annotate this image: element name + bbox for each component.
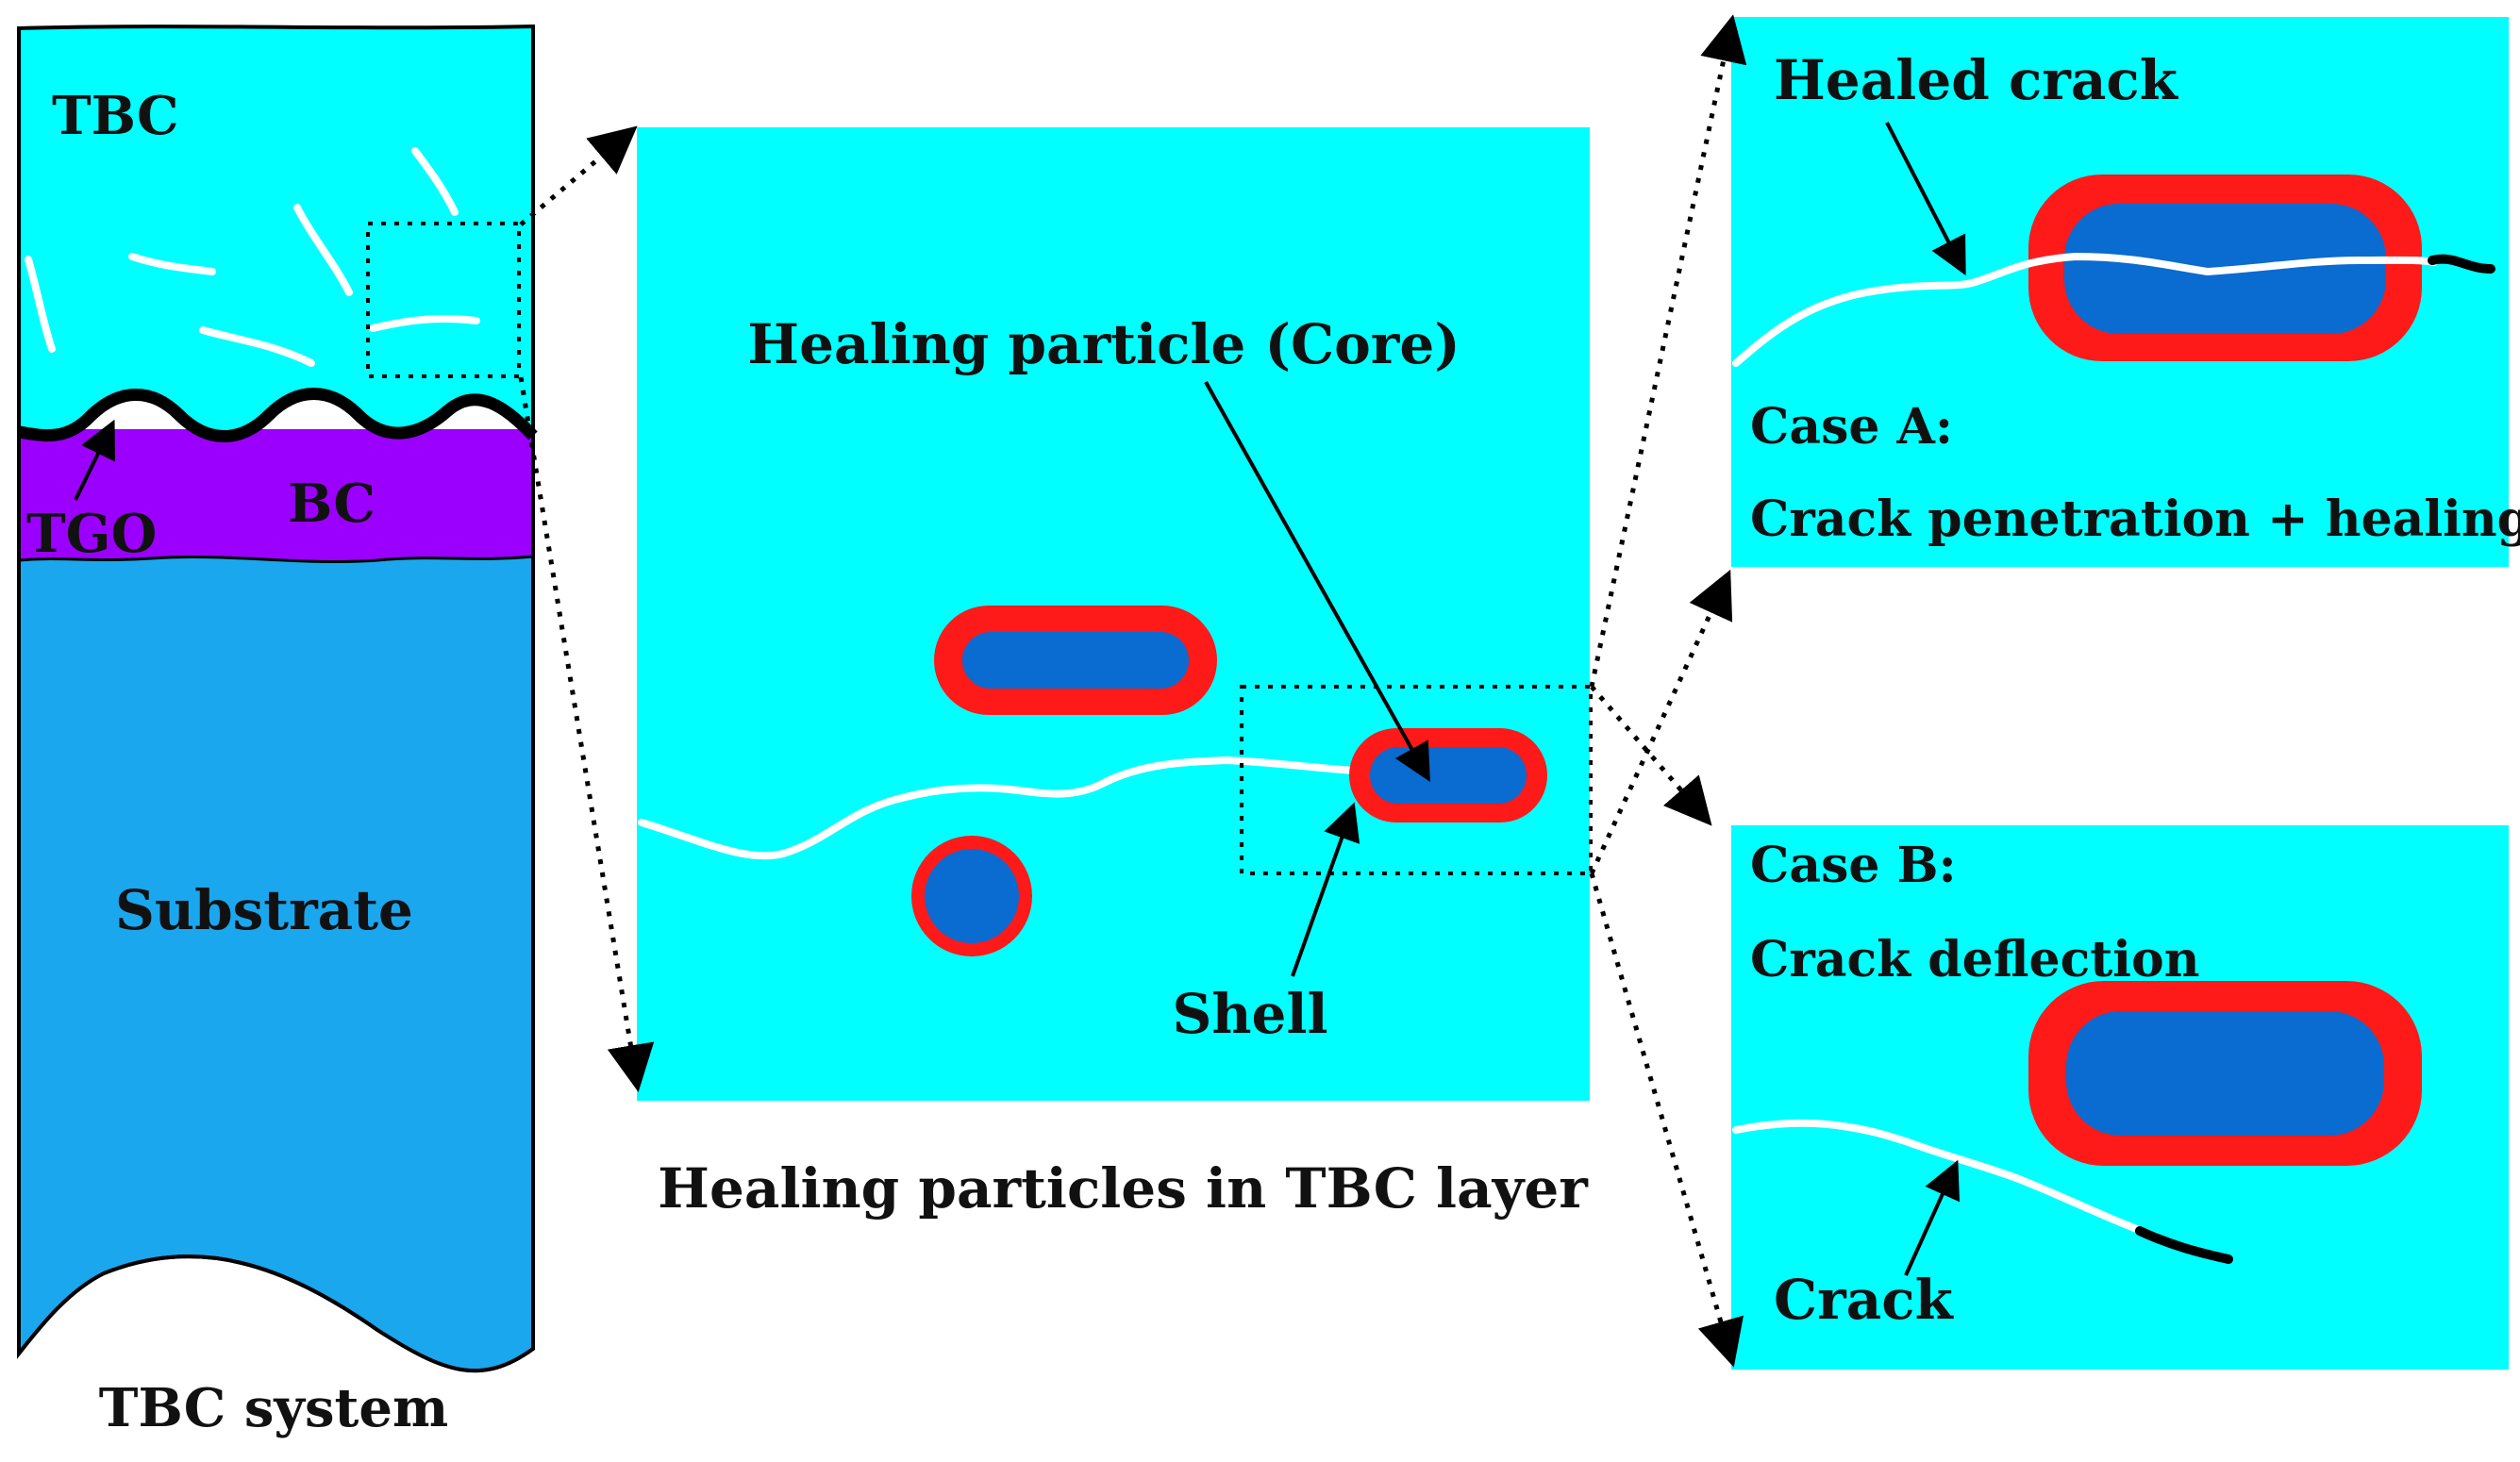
healing-particle-sphere	[911, 836, 1032, 956]
microcrack	[25, 256, 56, 353]
particle-core	[925, 849, 1019, 943]
zoom-arrow-case-a-bottom	[1589, 569, 1733, 875]
healed-crack-label: Healed crack	[1774, 48, 2179, 112]
deflected-crack-path	[1732, 1119, 2145, 1235]
shell-arrow	[1291, 802, 1360, 977]
bc-substrate-interface	[18, 555, 534, 564]
healing-particle-capsule	[934, 606, 1217, 715]
zoom-arrow-case-a-top	[1589, 14, 1747, 688]
zoom-box-particle	[1240, 685, 1593, 875]
shell-label: Shell	[1172, 982, 1327, 1046]
particle-core	[962, 632, 1189, 689]
case-b-title: Case B:	[1750, 837, 1957, 894]
case-a-title: Case A:	[1750, 398, 1953, 456]
zoom-arrow-case-b-bottom	[1589, 872, 1744, 1368]
microcrack	[411, 147, 459, 216]
microcrack	[199, 326, 315, 367]
healed-crack-arrow	[1885, 122, 1966, 276]
tbc-label: TBC	[52, 85, 179, 147]
zoom-box-tbc	[366, 222, 521, 378]
crack-label: Crack	[1774, 1268, 1955, 1332]
column-outline	[17, 24, 535, 1373]
crack-tip	[2135, 1226, 2233, 1264]
microcrack	[293, 204, 353, 296]
bond-coat-layer	[19, 429, 533, 562]
microcrack	[369, 314, 480, 332]
zoom-arrow-top	[519, 125, 638, 226]
tgo-label: TGO	[26, 503, 157, 565]
core-arrow	[1204, 381, 1430, 782]
healing-particle-capsule-small	[1349, 728, 1547, 822]
case-b-desc: Crack deflection	[1750, 931, 2200, 989]
tgo-arrow	[74, 419, 115, 501]
middle-panel: Healing particle (Core) Shell Healing pa…	[637, 127, 1593, 1221]
middle-caption: Healing particles in TBC layer	[658, 1156, 1589, 1221]
tbc-system: TBC BC TGO Substrate TBC system	[17, 24, 538, 1439]
tbc-microcracks	[25, 147, 480, 367]
case-a-desc: Crack penetration + healing	[1750, 490, 2520, 548]
case-a-panel: Healed crack Case A: Crack penetration +…	[1731, 17, 2520, 567]
zoom-connectors	[518, 14, 1747, 1368]
zoom-arrow-case-b-top	[1590, 685, 1712, 826]
healed-crack-path	[1732, 252, 2438, 367]
particle-core	[2066, 1011, 2384, 1136]
substrate-layer	[17, 526, 535, 1373]
crack-arrow	[1904, 1159, 1961, 1276]
bc-label: BC	[288, 473, 375, 535]
crack-tip	[2428, 254, 2495, 274]
microcrack	[128, 253, 216, 275]
zoom-arrow-bottom	[518, 376, 655, 1092]
case-b-panel: Case B: Crack deflection Crack	[1731, 825, 2509, 1370]
tgo-layer	[17, 388, 538, 442]
particle-core	[1370, 747, 1527, 804]
crack-path	[638, 756, 1372, 860]
tbc-layer	[19, 26, 533, 437]
core-label: Healing particle (Core)	[747, 312, 1460, 376]
substrate-label: Substrate	[115, 878, 413, 942]
case-b-capsule	[2028, 981, 2422, 1166]
tbc-system-caption: TBC system	[99, 1377, 448, 1439]
